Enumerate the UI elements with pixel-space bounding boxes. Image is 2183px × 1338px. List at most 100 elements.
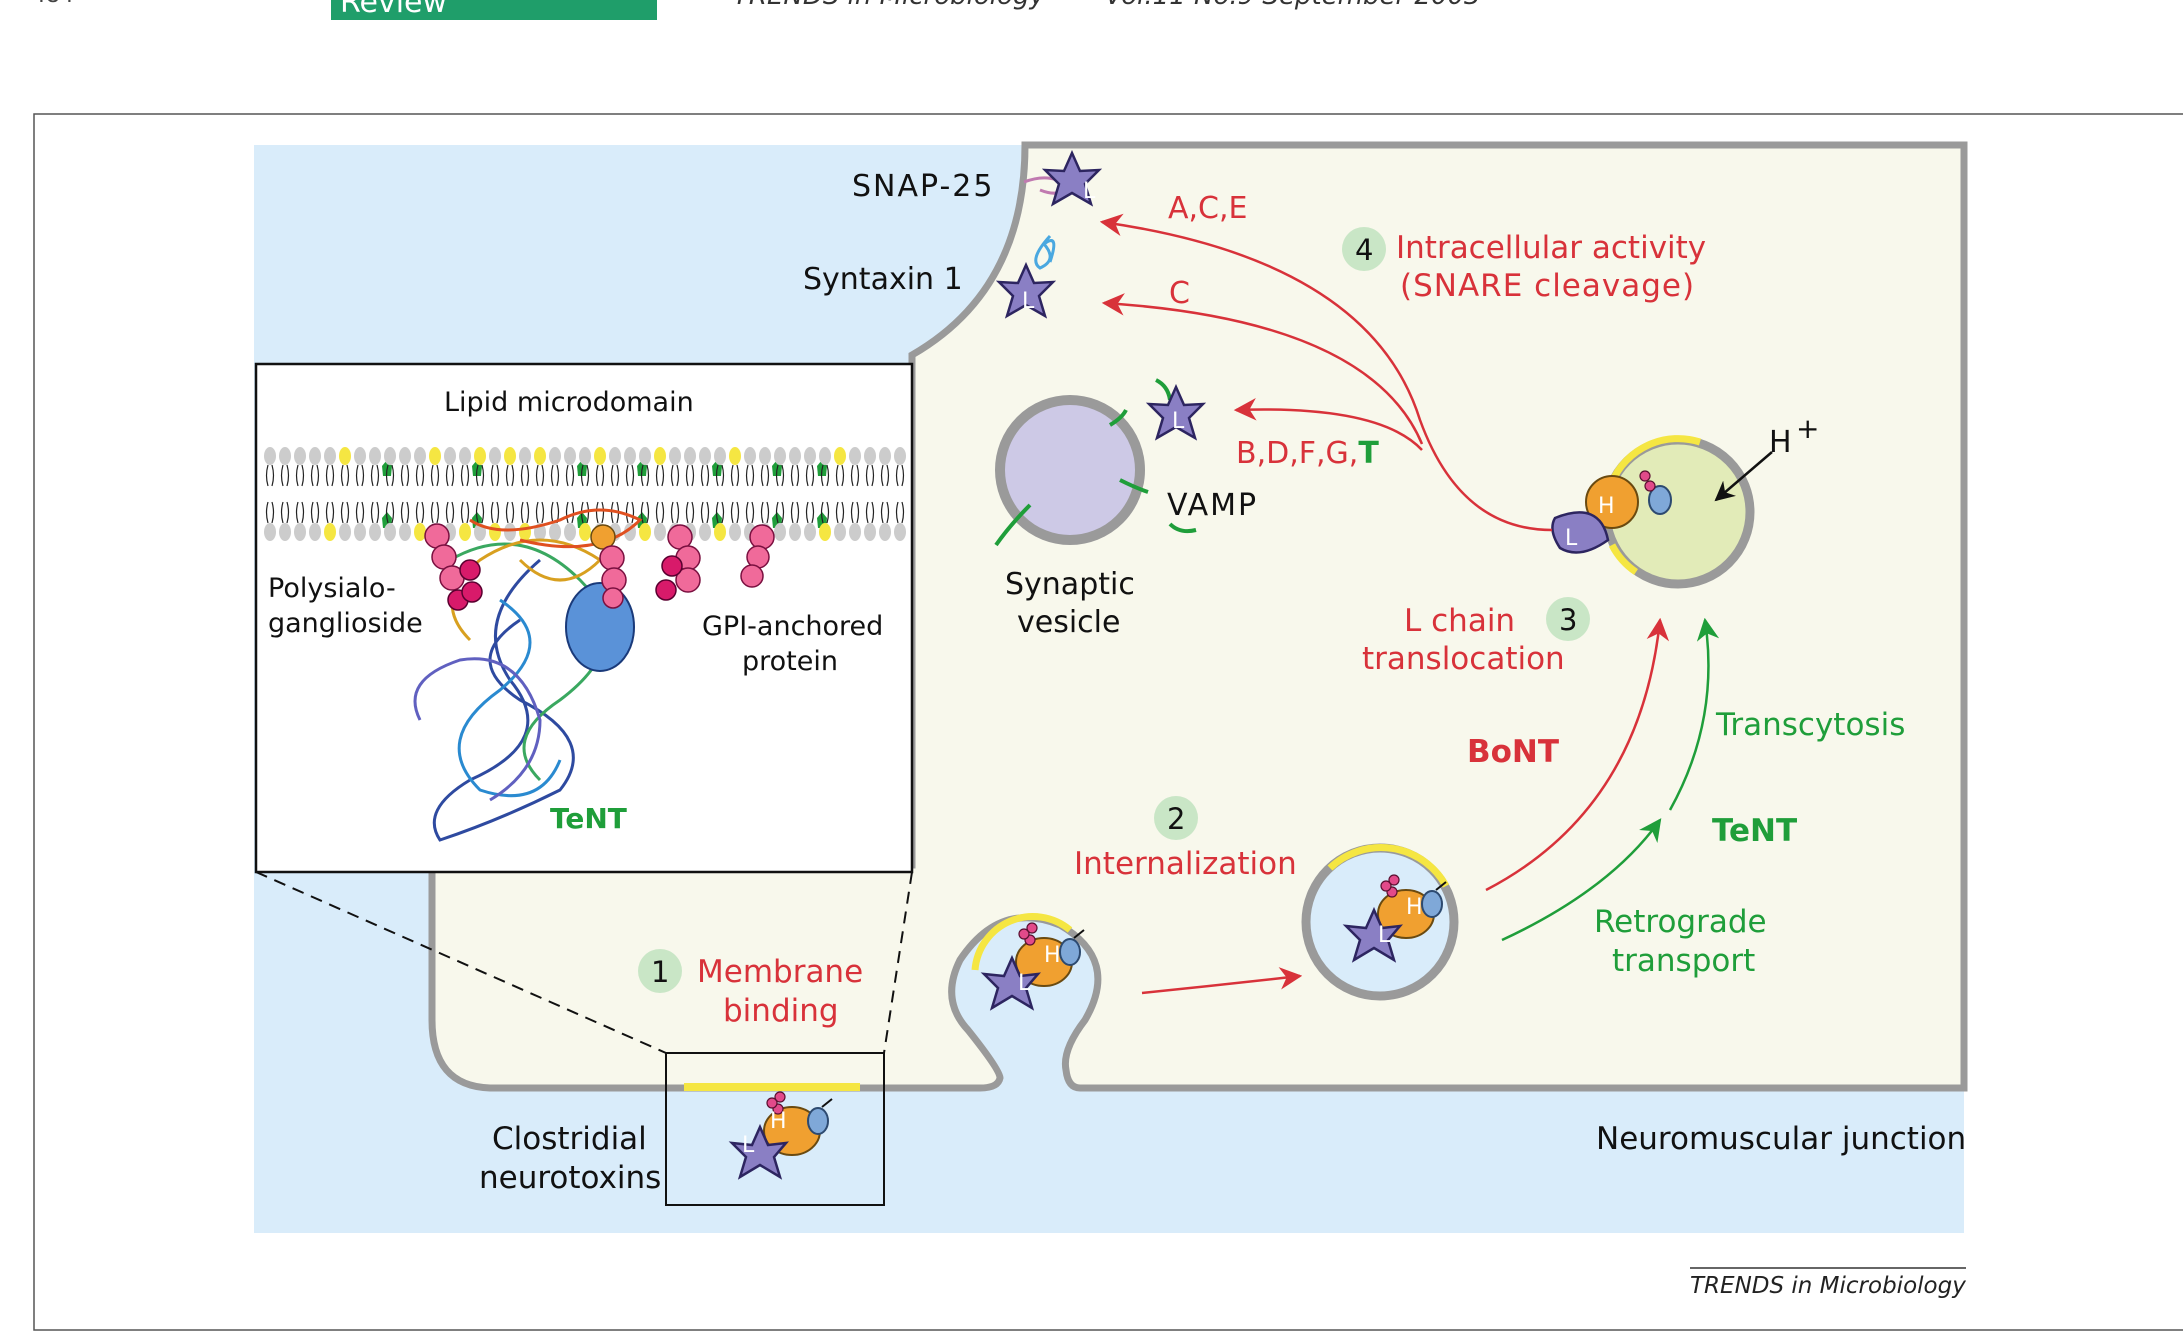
lipid-tail	[715, 501, 725, 524]
tent-label: TeNT	[1712, 813, 1797, 849]
lipid-head	[609, 447, 621, 465]
lipid-head	[384, 523, 396, 541]
step4-line1: Intracellular activity	[1396, 230, 1706, 266]
nmj-label: Neuromuscular junction	[1596, 1121, 1966, 1157]
lipid-tail	[655, 501, 665, 524]
internalization-label: Internalization	[1074, 846, 1297, 882]
lipid-head	[489, 523, 501, 541]
t-label: T	[1358, 436, 1379, 471]
lipid-head	[549, 447, 561, 465]
lipid-head	[444, 447, 456, 465]
lipid-head	[819, 447, 831, 465]
lipid-tail	[730, 501, 740, 524]
lipid-tail	[280, 501, 290, 524]
lipid-head	[294, 447, 306, 465]
clostridial-line1: Clostridial	[492, 1121, 647, 1157]
endosome-L: L	[1378, 923, 1391, 948]
polysialoganglioside	[424, 523, 483, 611]
lipid-tail	[700, 501, 710, 524]
lipid-head	[414, 447, 426, 465]
zoom-line-right	[883, 871, 913, 1054]
gpi-anchored-protein	[565, 524, 635, 672]
syntaxin-complex: L	[997, 234, 1056, 318]
lchain-line1: L chain	[1404, 603, 1515, 639]
step-markers: 4 3 2 1	[638, 227, 1590, 993]
lipid-head	[489, 447, 501, 465]
lipid-tail	[340, 464, 350, 487]
lipid-tail	[670, 464, 680, 487]
lipid-tail	[460, 501, 470, 524]
synaptic-vesicle-label-1: Synaptic	[1005, 567, 1135, 602]
lipid-tail	[535, 501, 545, 524]
lipid-tail	[475, 464, 485, 487]
lipid-tail	[625, 464, 635, 487]
pathway-arrows	[1099, 213, 1720, 995]
lipid-tail	[685, 501, 695, 524]
lipid-tail	[595, 464, 605, 487]
lipid-tail	[280, 464, 290, 487]
lipid-head	[774, 523, 786, 541]
lipid-tail	[430, 464, 440, 487]
lipid-tail	[835, 464, 845, 487]
lipid-tail	[745, 501, 755, 524]
clostridial-line2: neurotoxins	[479, 1160, 661, 1196]
lipid-head	[879, 523, 891, 541]
lipid-tail	[715, 464, 725, 487]
lipid-tail	[820, 501, 830, 524]
lipid-head	[429, 447, 441, 465]
lipid-head	[519, 447, 531, 465]
inset-tent-label: TeNT	[550, 802, 627, 835]
lipid-tail	[460, 464, 470, 487]
ace-label: A,C,E	[1168, 191, 1248, 226]
arrow-to-vamp	[1233, 398, 1423, 451]
arrow-tent-transcytosis	[1668, 617, 1720, 811]
lipid-head	[414, 523, 426, 541]
lipid-head	[459, 523, 471, 541]
arrow-to-syntaxin	[1101, 293, 1424, 445]
lipid-tail	[760, 501, 770, 524]
lipid-tail	[430, 501, 440, 524]
lipid-tail	[775, 501, 785, 524]
vamp-star-L: L	[1172, 409, 1185, 434]
lipid-head	[579, 447, 591, 465]
polysialo-label-2: ganglioside	[268, 608, 423, 639]
lipid-tail	[670, 501, 680, 524]
lipid-head	[654, 447, 666, 465]
lipid-tail	[805, 464, 815, 487]
lipid-tail	[685, 464, 695, 487]
lipid-tail	[580, 464, 590, 487]
lipid-tail	[790, 464, 800, 487]
toxin-bound-L: L	[742, 1133, 755, 1158]
lipid-head	[504, 523, 516, 541]
arrow-tent-retrograde	[1501, 818, 1662, 942]
lipid-tail	[370, 464, 380, 487]
snap25-star-L: L	[1083, 179, 1096, 204]
lipid-head	[699, 523, 711, 541]
lipid-head	[639, 447, 651, 465]
arrow-internalization	[1141, 967, 1303, 995]
lipid-head	[669, 447, 681, 465]
lipid-tail	[865, 501, 875, 524]
lipid-bilayer	[264, 447, 906, 541]
lipid-tail	[490, 501, 500, 524]
proton-H: H	[1769, 425, 1792, 460]
lipid-tail	[370, 501, 380, 524]
lipid-tail	[340, 501, 350, 524]
lipid-head	[804, 447, 816, 465]
bdfg-label: B,D,F,G,T	[1236, 436, 1379, 471]
lipid-head	[789, 523, 801, 541]
lipid-tail	[565, 464, 575, 487]
lipid-tail	[850, 501, 860, 524]
lipid-tail	[820, 464, 830, 487]
lipid-tail	[880, 501, 890, 524]
figure-frame	[33, 113, 2183, 1331]
lipid-head	[804, 523, 816, 541]
lipid-tail	[355, 464, 365, 487]
lipid-head	[639, 523, 651, 541]
credit-label: TRENDS in Microbiology	[1690, 1273, 1966, 1299]
lipid-head	[624, 447, 636, 465]
page-number: 484	[32, 0, 74, 8]
synaptic-vesicle: L	[994, 378, 1205, 547]
lipid-tail	[850, 464, 860, 487]
